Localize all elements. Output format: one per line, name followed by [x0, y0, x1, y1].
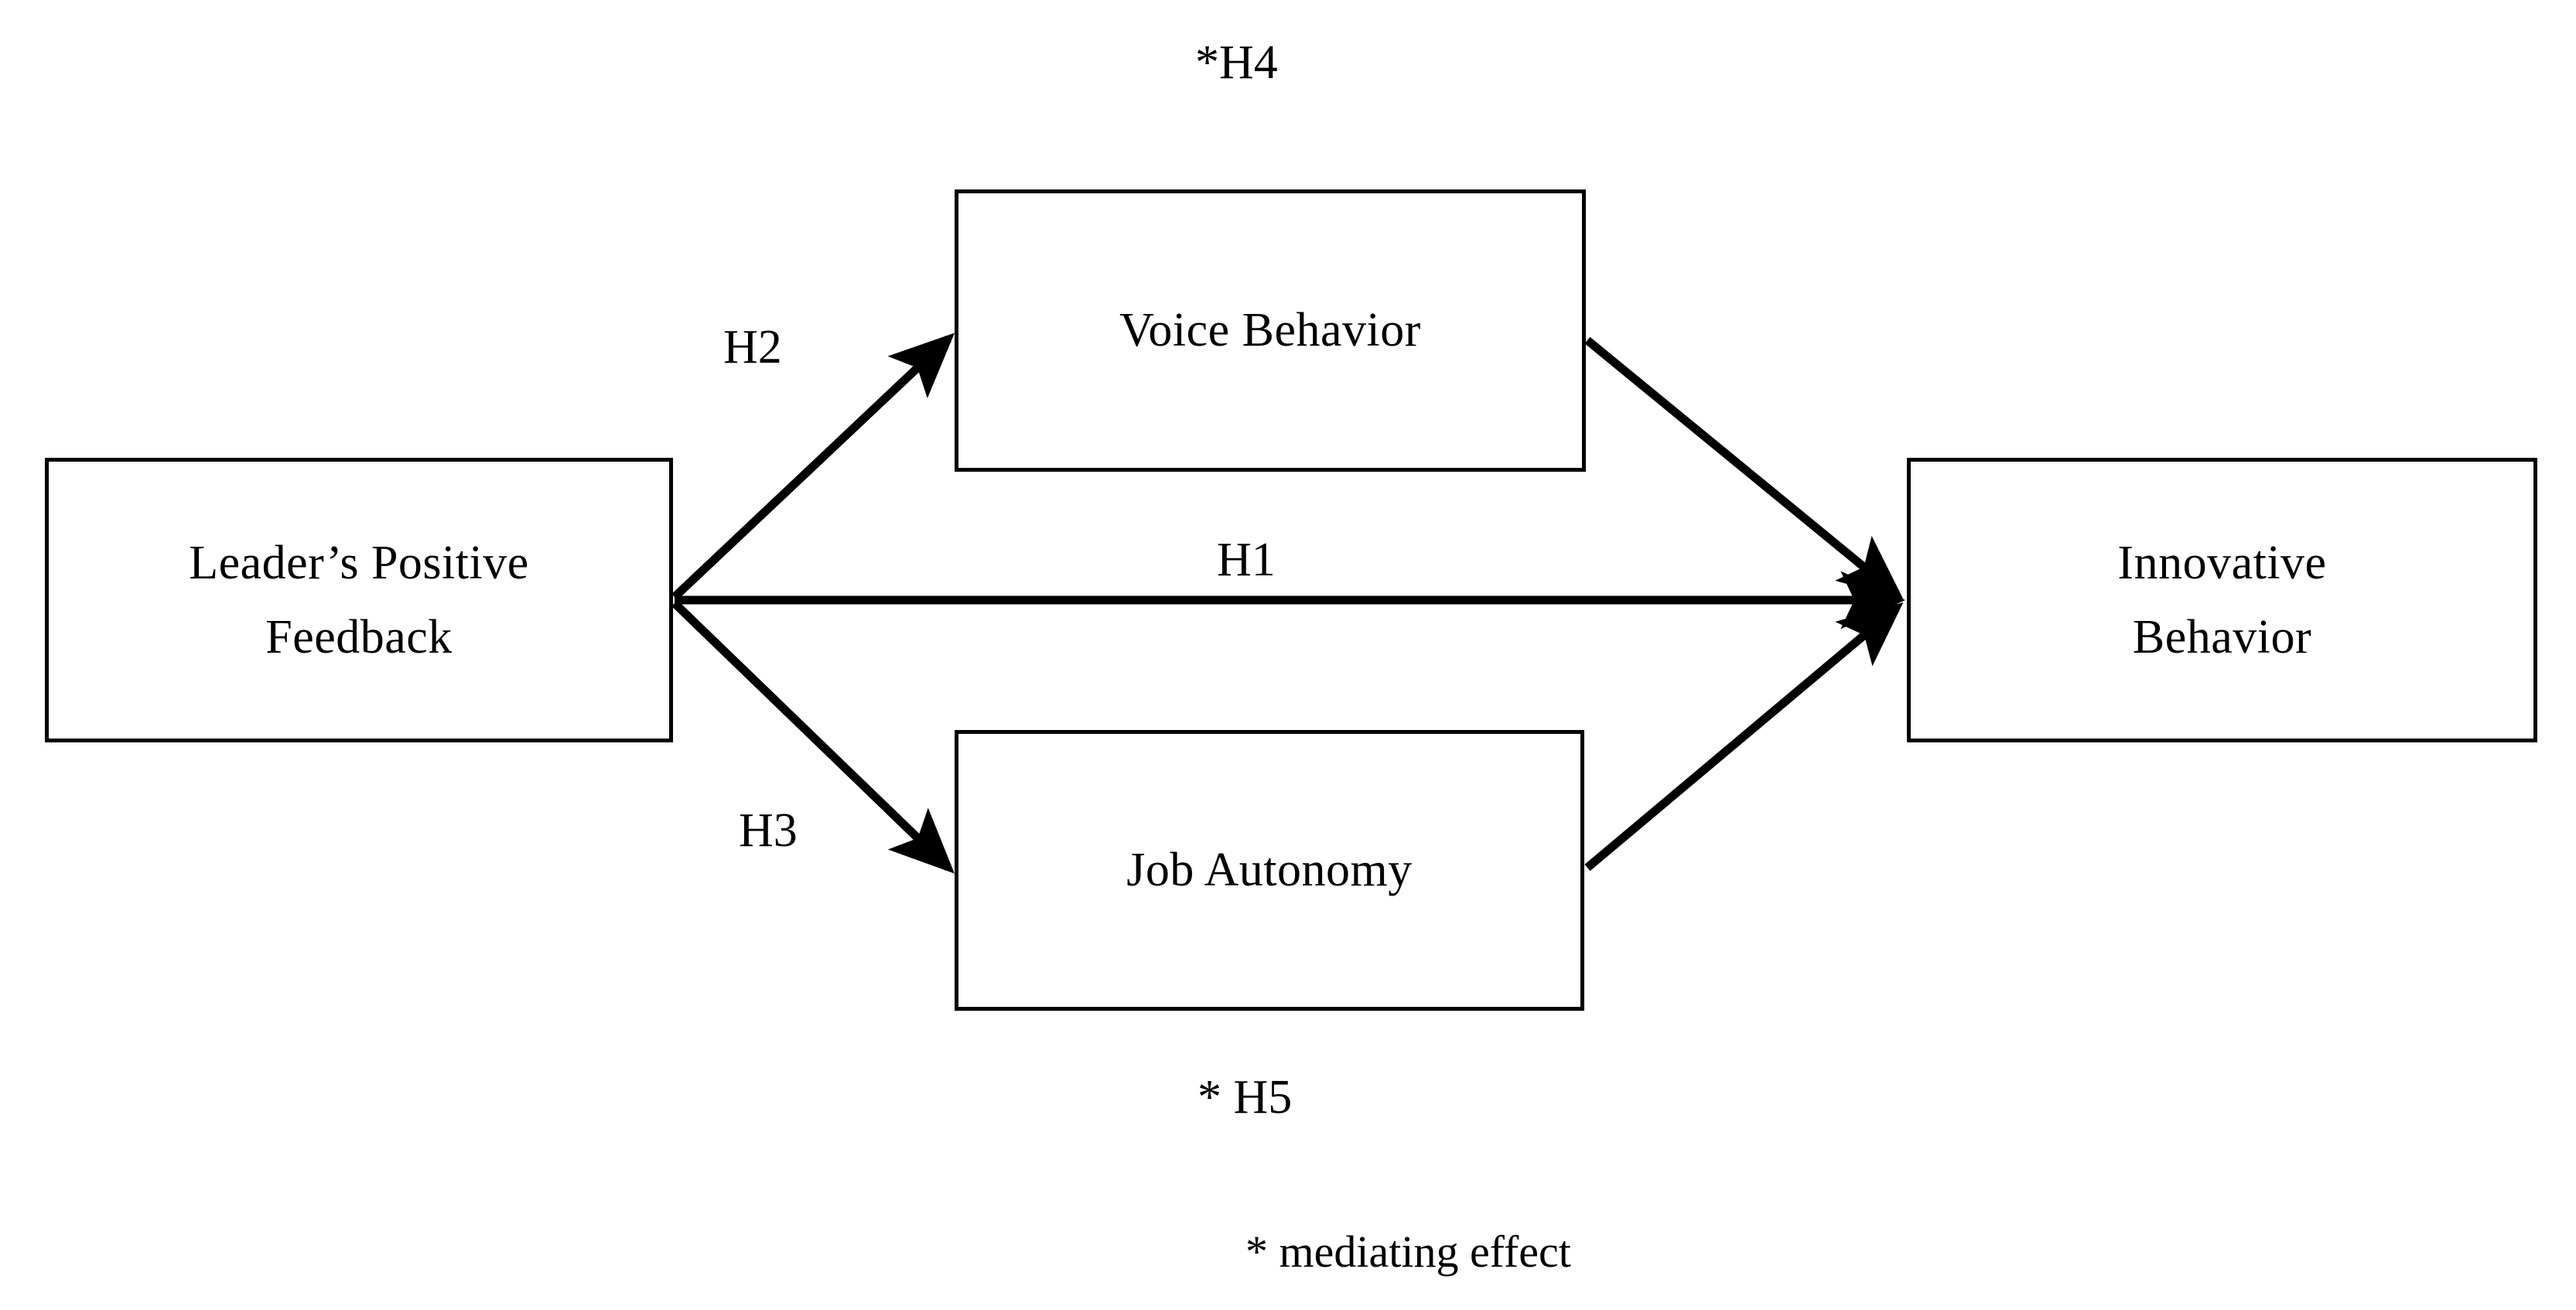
edge-label-h1: H1	[1217, 534, 1276, 586]
edge-label-h3: H3	[739, 804, 798, 857]
node-job-autonomy[interactable]: Job Autonomy	[955, 730, 1584, 1011]
node-label-line: Innovative	[2117, 536, 2327, 589]
node-label-line: Voice Behavior	[1119, 304, 1421, 357]
node-leaders-positive-feedback[interactable]: Leader’s Positive Feedback	[45, 458, 673, 742]
edge-h4-line	[1584, 336, 1904, 599]
node-label-line: Job Autonomy	[1126, 844, 1413, 897]
edge-label-h5: * H5	[1197, 1071, 1293, 1124]
node-innovative-behavior[interactable]: Innovative Behavior	[1907, 458, 2537, 742]
edge-label-h2: H2	[723, 321, 782, 374]
legend-mediating-effect: * mediating effect	[1245, 1226, 1571, 1277]
node-label-line: Leader’s Positive	[189, 536, 529, 589]
node-label-line: Behavior	[2132, 611, 2312, 664]
edge-h2-line	[671, 333, 955, 601]
edge-h3-line	[671, 600, 955, 874]
node-voice-behavior[interactable]: Voice Behavior	[955, 189, 1586, 472]
edge-label-h4: *H4	[1195, 36, 1278, 89]
edge-h5-line	[1584, 602, 1904, 872]
node-label-line: Feedback	[265, 611, 453, 664]
